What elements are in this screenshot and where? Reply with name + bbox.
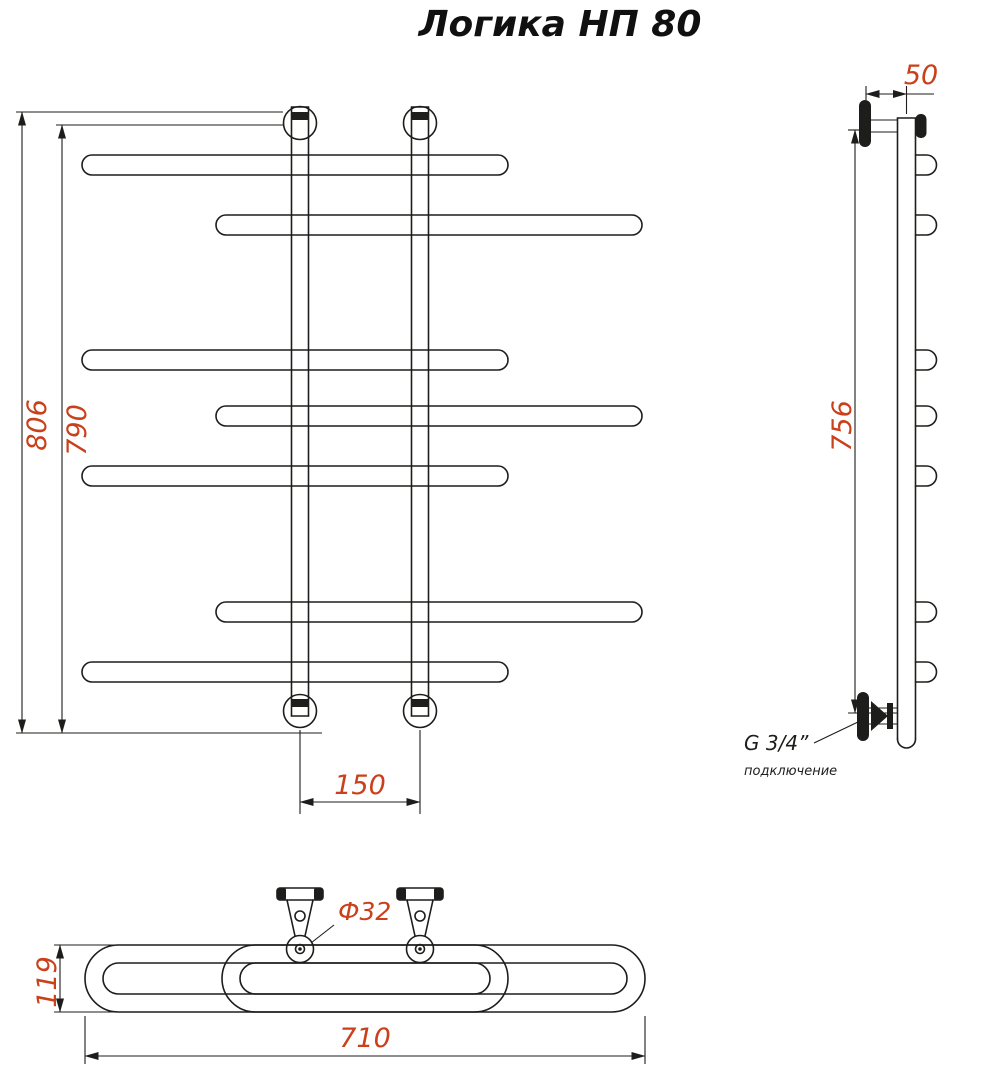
dim-wall-offset: 50 [904,60,938,91]
dim-side-height: 756 [827,400,858,452]
left-vertical-tube [290,106,310,717]
top-bracket-ring [282,105,318,141]
right-loop-inner [239,962,628,995]
left-loop-outer [84,944,509,1013]
towel-bar [215,405,643,427]
top-wall-bracket [859,100,927,147]
dim-axis-spacing: 150 [334,770,386,801]
thread-label: G 3/4” [744,731,809,755]
bar-stubs [914,154,938,683]
plan-view-dimensions: 119 710 Ф32 [32,897,646,1064]
left-loop-inner [102,962,491,995]
dim-diameter: Ф32 [338,897,391,926]
dim-depth: 119 [32,956,63,1008]
top-bracket-ring [402,105,438,141]
bottom-connection-fitting [857,692,898,741]
side-view [857,100,938,749]
towel-bar [215,601,643,623]
towel-bar [81,661,509,683]
right-loop-outer [221,944,646,1013]
side-view-dimensions: 50 756 G 3/4” подключение [744,60,938,779]
tube-cross-section [405,934,435,964]
towel-bar [81,154,509,176]
dim-width: 710 [339,1023,391,1054]
wall-bracket [396,887,444,937]
plan-view [84,887,646,1013]
bottom-bracket-ring [282,693,318,729]
front-view-dimensions: 806 790 150 [16,111,421,814]
bottom-bracket-ring [402,693,438,729]
towel-bar [215,214,643,236]
wall-bracket [276,887,324,937]
towel-bar [81,465,509,487]
page-title: Логика НП 80 [418,4,702,45]
right-vertical-tube [410,106,430,717]
dim-tube-height: 790 [62,404,93,456]
dim-total-height: 806 [22,399,53,451]
thread-note: подключение [744,764,837,779]
tube-cross-section [285,934,315,964]
side-vertical-tube [896,117,917,749]
towel-bar [81,349,509,371]
front-view [81,105,643,729]
